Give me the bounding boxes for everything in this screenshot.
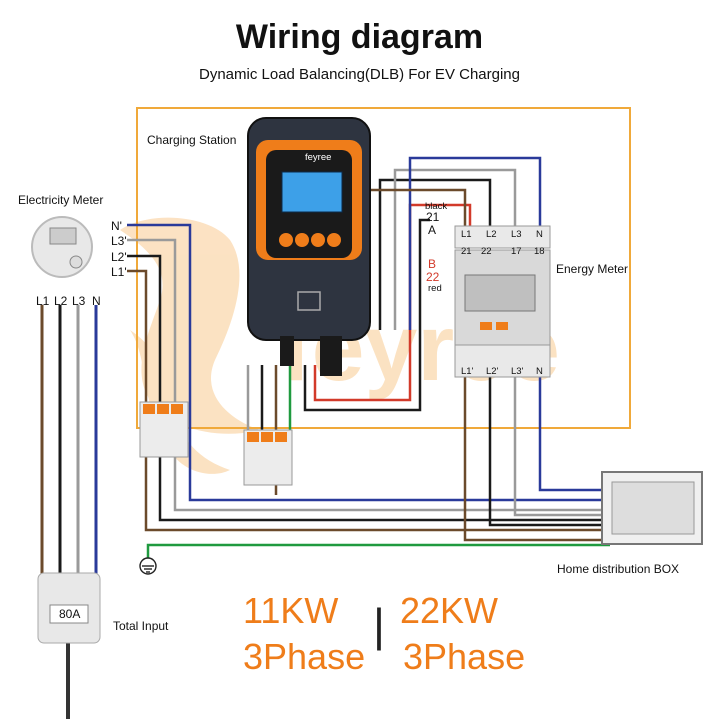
- charging-station-label: Charging Station: [147, 133, 237, 147]
- station-line-l1: L1': [111, 265, 127, 279]
- charging-station-frame: [136, 107, 631, 429]
- electricity-meter-label: Electricity Meter: [18, 193, 104, 207]
- em-top-num-17: 17: [511, 246, 522, 257]
- em-bottom-l2: L2': [486, 366, 499, 377]
- power-right-value: 22KW: [400, 590, 499, 631]
- em-top-l3: L3: [511, 229, 522, 240]
- rs485-b-letter: B: [428, 257, 437, 271]
- em-top-num-21: 21: [461, 246, 472, 257]
- station-breaker-small: [243, 429, 293, 486]
- power-left-value: 11KW: [243, 590, 339, 631]
- station-line-wires: [127, 223, 610, 532]
- diagram-subtitle: Dynamic Load Balancing(DLB) For EV Charg…: [199, 66, 520, 83]
- power-right-phase: 3Phase: [403, 636, 526, 677]
- rs485-a-color: black: [425, 201, 448, 212]
- main-breaker-80a: [37, 572, 101, 644]
- em-top-num-22: 22: [481, 246, 492, 257]
- em-top-n: N: [536, 229, 543, 240]
- station-line-n: N': [111, 219, 122, 233]
- em-top-num-18: 18: [534, 246, 545, 257]
- ground-icon: [139, 557, 157, 575]
- energy-meter-label: Energy Meter: [556, 262, 629, 276]
- em-top-l2: L2: [486, 229, 497, 240]
- breaker-rating: 80A: [59, 607, 81, 621]
- station-breaker-left: [139, 401, 189, 458]
- ground-wire: [146, 543, 610, 560]
- station-line-l2: L2': [111, 250, 127, 264]
- rs485-a-pin: 21: [426, 210, 440, 224]
- home-distribution-box: [601, 471, 703, 545]
- meter-input-l3: L3: [72, 294, 86, 308]
- em-bottom-l3: L3': [511, 366, 524, 377]
- station-line-l3: L3': [111, 234, 127, 248]
- home-box-label: Home distribution BOX: [557, 562, 680, 576]
- em-bottom-n: N: [536, 366, 543, 377]
- rs485-a-letter: A: [428, 223, 437, 237]
- power-left-phase: 3Phase: [243, 636, 366, 677]
- meter-input-n: N: [92, 294, 101, 308]
- device-brand: feyree: [305, 152, 332, 163]
- diagram-title: Wiring diagram: [235, 18, 484, 56]
- em-top-l1: L1: [461, 229, 472, 240]
- energy-meter-device: [454, 225, 551, 378]
- em-bottom-l1: L1': [461, 366, 474, 377]
- total-input-label: Total Input: [113, 619, 169, 633]
- rs485-b-color: red: [428, 283, 442, 294]
- electricity-meter-device: [31, 216, 93, 278]
- main-feed-wires: [40, 305, 98, 719]
- meter-input-l2: L2: [54, 294, 68, 308]
- rs485-b-pin: 22: [426, 270, 440, 284]
- charging-station-device: [247, 117, 371, 376]
- power-separator: |: [373, 599, 385, 651]
- meter-input-l1: L1: [36, 294, 50, 308]
